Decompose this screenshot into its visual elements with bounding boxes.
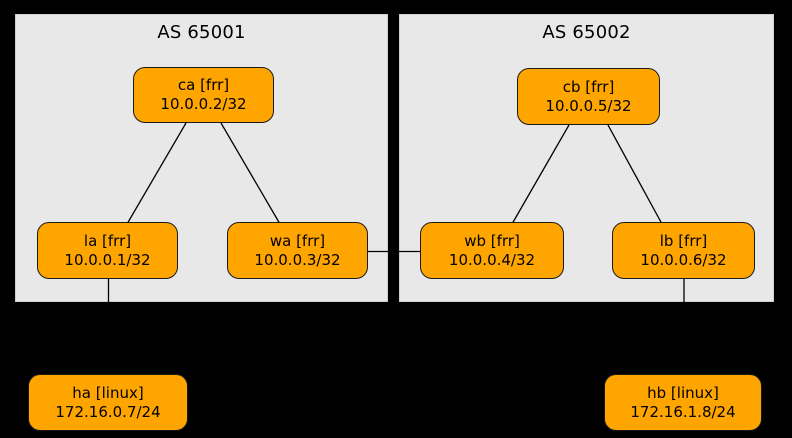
node-wb-ip: 10.0.0.4/32 xyxy=(448,250,536,269)
cluster-as-65001-title: AS 65001 xyxy=(157,22,246,43)
node-hb-label: hb [linux] xyxy=(647,383,719,402)
node-ca-ip: 10.0.0.2/32 xyxy=(160,95,247,113)
node-wa-ip: 10.0.0.3/32 xyxy=(254,250,341,269)
node-ha: ha [linux] 172.16.0.7/24 xyxy=(28,374,188,431)
node-la-ip: 10.0.0.1/32 xyxy=(64,250,151,269)
node-lb-ip: 10.0.0.6/32 xyxy=(640,250,727,269)
node-cb: cb [frr] 10.0.0.5/32 xyxy=(517,68,660,125)
node-wa-label: wa [frr] xyxy=(269,231,326,250)
node-la-label: la [frr] xyxy=(83,231,132,250)
node-lb-label: lb [frr] xyxy=(659,231,708,250)
node-wb-label: wb [frr] xyxy=(464,231,520,250)
cluster-as-65002-title: AS 65002 xyxy=(542,22,631,43)
node-ca: ca [frr] 10.0.0.2/32 xyxy=(133,67,274,123)
node-la: la [frr] 10.0.0.1/32 xyxy=(37,222,178,279)
node-wa: wa [frr] 10.0.0.3/32 xyxy=(227,222,368,279)
node-ha-ip: 172.16.0.7/24 xyxy=(55,402,161,421)
node-lb: lb [frr] 10.0.0.6/32 xyxy=(612,222,755,279)
node-ha-label: ha [linux] xyxy=(72,383,144,402)
node-wb: wb [frr] 10.0.0.4/32 xyxy=(420,222,564,279)
node-ca-label: ca [frr] xyxy=(177,76,230,94)
node-cb-label: cb [frr] xyxy=(562,77,615,96)
node-hb: hb [linux] 172.16.1.8/24 xyxy=(604,374,762,431)
node-cb-ip: 10.0.0.5/32 xyxy=(545,96,632,115)
node-hb-ip: 172.16.1.8/24 xyxy=(630,402,736,421)
